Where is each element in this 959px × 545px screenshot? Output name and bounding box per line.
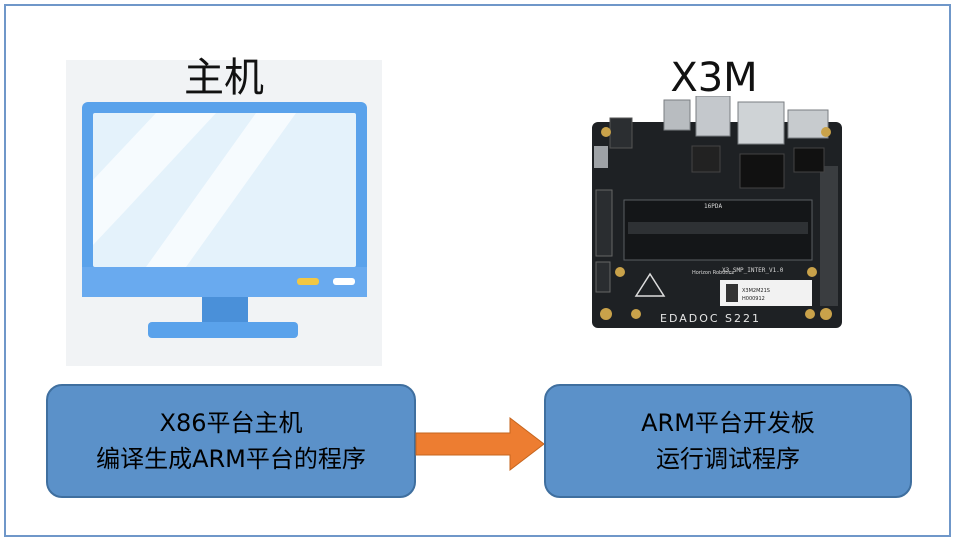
board-desc-line2: 运行调试程序 xyxy=(656,445,800,473)
host-panel xyxy=(66,60,382,366)
label-line1: X3M2M21S xyxy=(742,288,770,294)
board-brand: Horizon Robotics xyxy=(692,270,734,276)
host-desc-line1: X86平台主机 xyxy=(159,409,303,437)
monitor-icon xyxy=(82,102,367,338)
label-line2: H000912 xyxy=(742,296,765,302)
board-description-box: ARM平台开发板 运行调试程序 xyxy=(544,384,912,498)
host-title: 主机 xyxy=(184,55,264,101)
silkscreen-id: X3_SMP_INTER_V1.0 xyxy=(722,267,784,274)
host-description-box: X86平台主机 编译生成ARM平台的程序 xyxy=(46,384,416,498)
host-desc-line2: 编译生成ARM平台的程序 xyxy=(96,445,366,473)
diagram-frame xyxy=(4,4,951,537)
dev-board-image: 16PDA X3_SMP_INTER_V1.0 Horizon Robotics… xyxy=(584,95,850,330)
silkscreen-mfr: EDADOC S221 xyxy=(660,312,761,325)
board-desc-line1: ARM平台开发板 xyxy=(641,409,815,437)
flow-arrow xyxy=(415,416,545,472)
silkscreen-top: 16PDA xyxy=(704,203,722,210)
board-title: X3M xyxy=(670,55,758,101)
